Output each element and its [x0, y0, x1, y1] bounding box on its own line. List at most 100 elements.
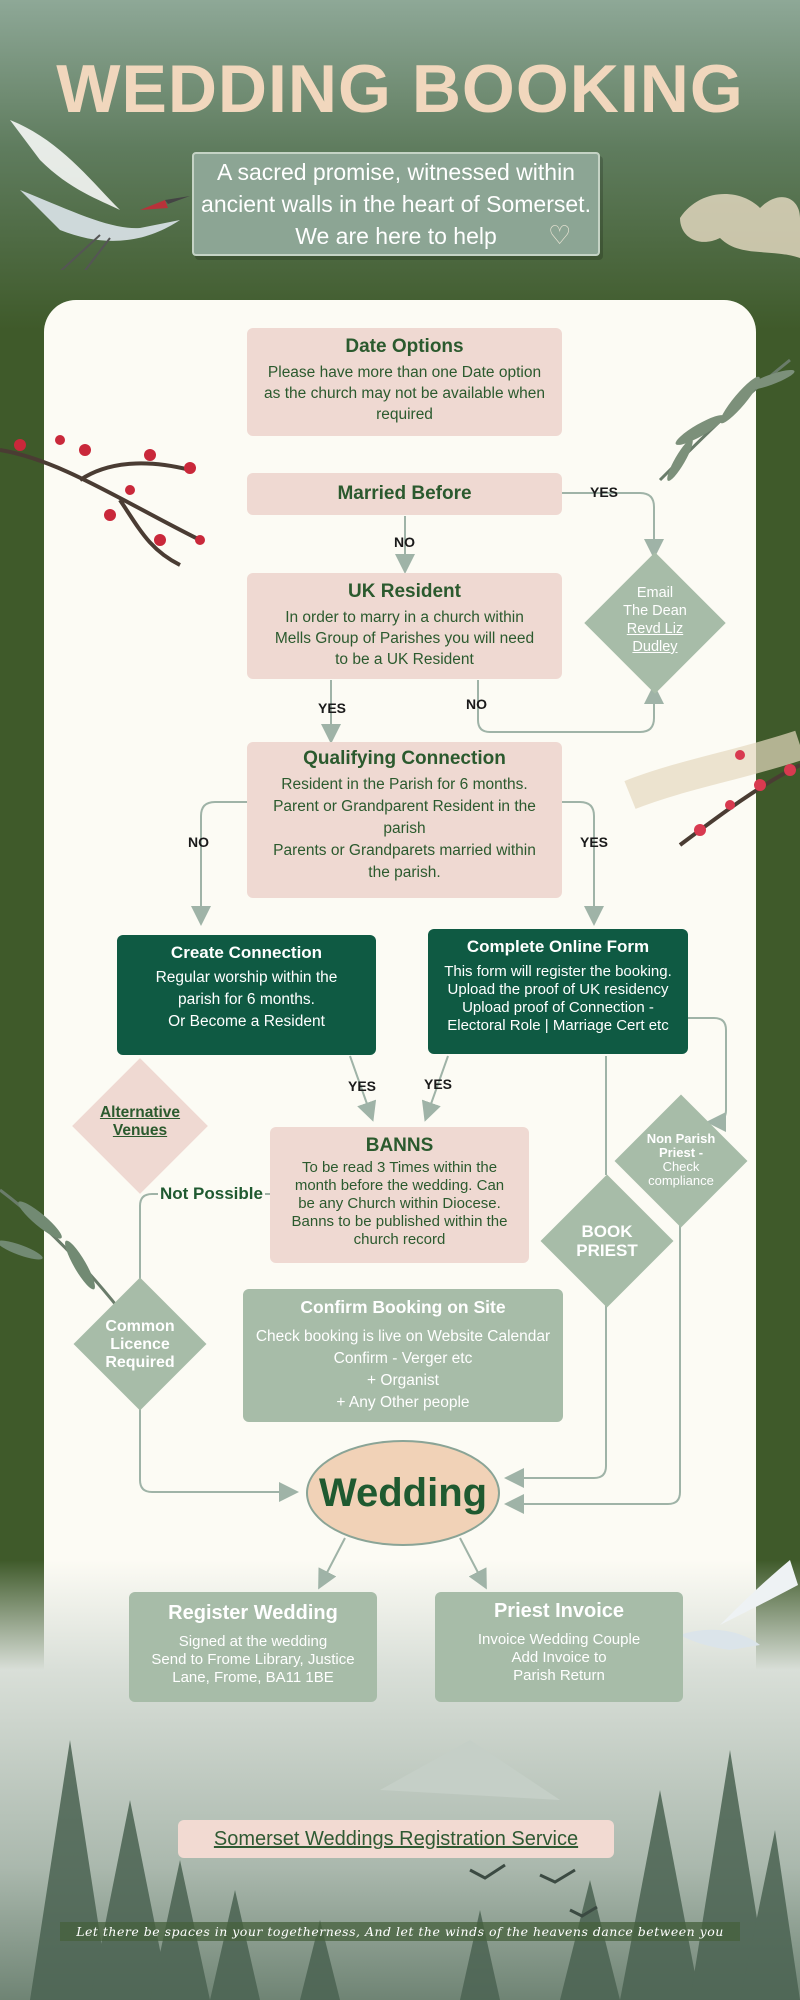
tagline-box: A sacred promise, witnessed within ancie…: [192, 152, 600, 256]
banns-line: church record: [353, 1231, 446, 1248]
edge-label-yes: YES: [590, 484, 619, 500]
common-licence-line: Licence: [110, 1336, 170, 1353]
date-options-line: required: [376, 406, 433, 423]
blossom-branch-icon: [624, 730, 800, 847]
priest-invoice-line: Parish Return: [513, 1667, 605, 1684]
alternative-venues-line: Alternative: [99, 1104, 181, 1121]
common-licence-text: Common Licence Required: [80, 1318, 200, 1372]
crane-icon: [10, 120, 190, 270]
uk-resident-line: In order to marry in a church within: [285, 609, 524, 626]
non-parish-priest-text: Non Parish Priest - Check compliance: [621, 1132, 741, 1188]
qualifying-connection-line: Resident in the Parish for 6 months.: [281, 776, 528, 793]
online-form-line: This form will register the booking.: [444, 963, 672, 980]
bamboo-icon: [658, 358, 795, 482]
edge-label-yes: YES: [348, 1078, 377, 1094]
birds-icon: [469, 1863, 598, 1918]
uk-resident-line: Mells Group of Parishes you will need: [274, 630, 535, 647]
edge-label-yes: YES: [580, 834, 609, 850]
bamboo-icon: [0, 1188, 122, 1311]
uk-resident-line: to be a UK Resident: [335, 651, 474, 668]
banns-title: BANNS: [365, 1135, 434, 1156]
wedding-node: Wedding: [306, 1440, 500, 1546]
email-dean-link[interactable]: Revd Liz: [626, 621, 684, 637]
common-licence-line: Required: [105, 1354, 175, 1371]
tagline-line-2: ancient walls in the heart of Somerset.: [201, 191, 591, 217]
banns-node: BANNS To be read 3 Times within the mont…: [270, 1127, 529, 1263]
qualifying-connection-line: Parents or Grandparets married within: [273, 842, 536, 859]
create-connection-line: Regular worship within the: [155, 969, 338, 986]
confirm-booking-line: Confirm - Verger etc: [333, 1350, 473, 1367]
married-before-title: Married Before: [337, 483, 472, 504]
register-wedding-node: Register Wedding Signed at the wedding S…: [129, 1592, 377, 1702]
alternative-venues-line: Venues: [112, 1122, 168, 1139]
tagline-line-1: A sacred promise, witnessed within: [217, 159, 575, 185]
date-options-title: Date Options: [345, 336, 464, 357]
priest-invoice-line: Invoice Wedding Couple: [477, 1631, 641, 1648]
alternative-venues-link[interactable]: Alternative Venues: [80, 1104, 200, 1140]
online-form-line: Upload the proof of UK residency: [447, 981, 669, 998]
cloud-swirl-icon: [680, 194, 800, 258]
uk-resident-node: UK Resident In order to marry in a churc…: [247, 573, 562, 679]
priest-invoice-title: Priest Invoice: [493, 1600, 625, 1622]
heart-icon: ♡: [548, 220, 572, 250]
book-priest-line: PRIEST: [576, 1241, 638, 1260]
date-options-line: as the church may not be available when: [264, 385, 545, 402]
priest-invoice-line: Add Invoice to: [511, 1649, 607, 1666]
create-connection-line: Or Become a Resident: [168, 1013, 325, 1030]
create-connection-node: Create Connection Regular worship within…: [117, 935, 376, 1055]
create-connection-line: parish for 6 months.: [178, 991, 315, 1008]
confirm-booking-line: + Any Other people: [336, 1394, 470, 1411]
confirm-booking-line: Check booking is live on Website Calenda…: [255, 1328, 551, 1345]
footer-quote-text: Let there be spaces in your togetherness…: [60, 1922, 740, 1941]
qualifying-connection-title: Qualifying Connection: [303, 748, 506, 769]
email-dean-text: Email The Dean Revd Liz Dudley: [575, 584, 735, 656]
book-priest-text: BOOK PRIEST: [547, 1222, 667, 1260]
register-wedding-line: Signed at the wedding: [178, 1633, 328, 1650]
email-dean-line: Email: [636, 585, 674, 601]
edge-label-yes: YES: [318, 700, 347, 716]
register-wedding-line: Send to Frome Library, Justice: [151, 1651, 355, 1668]
mountain-icon: [380, 1740, 560, 1800]
complete-online-form-node: Complete Online Form This form will regi…: [428, 929, 688, 1054]
email-dean-link[interactable]: Dudley: [632, 639, 678, 655]
non-parish-priest-line: compliance: [648, 1173, 714, 1188]
non-parish-priest-line: Check: [662, 1159, 700, 1174]
confirm-booking-title: Confirm Booking on Site: [300, 1297, 506, 1317]
priest-invoice-node: Priest Invoice Invoice Wedding Couple Ad…: [435, 1592, 683, 1702]
non-parish-priest-bold: Non Parish: [646, 1131, 716, 1146]
qualifying-connection-node: Qualifying Connection Resident in the Pa…: [247, 742, 562, 898]
edge-label-no: NO: [188, 834, 209, 850]
married-before-node: Married Before: [247, 473, 562, 515]
book-priest-line: BOOK: [581, 1222, 633, 1241]
qualifying-connection-line: the parish.: [368, 864, 441, 881]
footer-quote: Let there be spaces in your togetherness…: [0, 1922, 800, 1941]
register-wedding-title: Register Wedding: [168, 1602, 338, 1624]
uk-resident-title: UK Resident: [348, 581, 461, 602]
edge-label-yes: YES: [424, 1076, 453, 1092]
create-connection-title: Create Connection: [170, 943, 323, 962]
email-dean-line: The Dean: [623, 603, 687, 619]
page-title: WEDDING BOOKING: [56, 51, 744, 127]
common-licence-line: Common: [105, 1318, 175, 1335]
banns-line: be any Church within Diocese.: [298, 1195, 501, 1212]
online-form-line: Upload proof of Connection -: [462, 999, 654, 1016]
banns-line: month before the wedding. Can: [294, 1177, 505, 1194]
date-options-line: Please have more than one Date option: [267, 364, 542, 381]
date-options-node: Date Options Please have more than one D…: [247, 328, 562, 436]
confirm-booking-node: Confirm Booking on Site Check booking is…: [243, 1289, 563, 1422]
edge-label-no: NO: [394, 534, 415, 550]
banns-line: Banns to be published within the: [291, 1213, 508, 1230]
qualifying-connection-line: parish: [383, 820, 426, 837]
non-parish-priest-bold: Priest -: [658, 1145, 704, 1160]
banns-line: To be read 3 Times within the: [301, 1159, 498, 1176]
online-form-title: Complete Online Form: [466, 937, 650, 956]
edge-label-no: NO: [466, 696, 487, 712]
confirm-booking-line: + Organist: [367, 1372, 439, 1389]
edge-label-not-possible: Not Possible: [158, 1184, 265, 1204]
registration-service-link[interactable]: Somerset Weddings Registration Service: [178, 1820, 614, 1858]
tagline-line-3: We are here to help: [295, 223, 497, 249]
qualifying-connection-line: Parent or Grandparent Resident in the: [273, 798, 536, 815]
register-wedding-line: Lane, Frome, BA11 1BE: [172, 1669, 334, 1686]
blossom-branch-icon: [0, 435, 205, 567]
